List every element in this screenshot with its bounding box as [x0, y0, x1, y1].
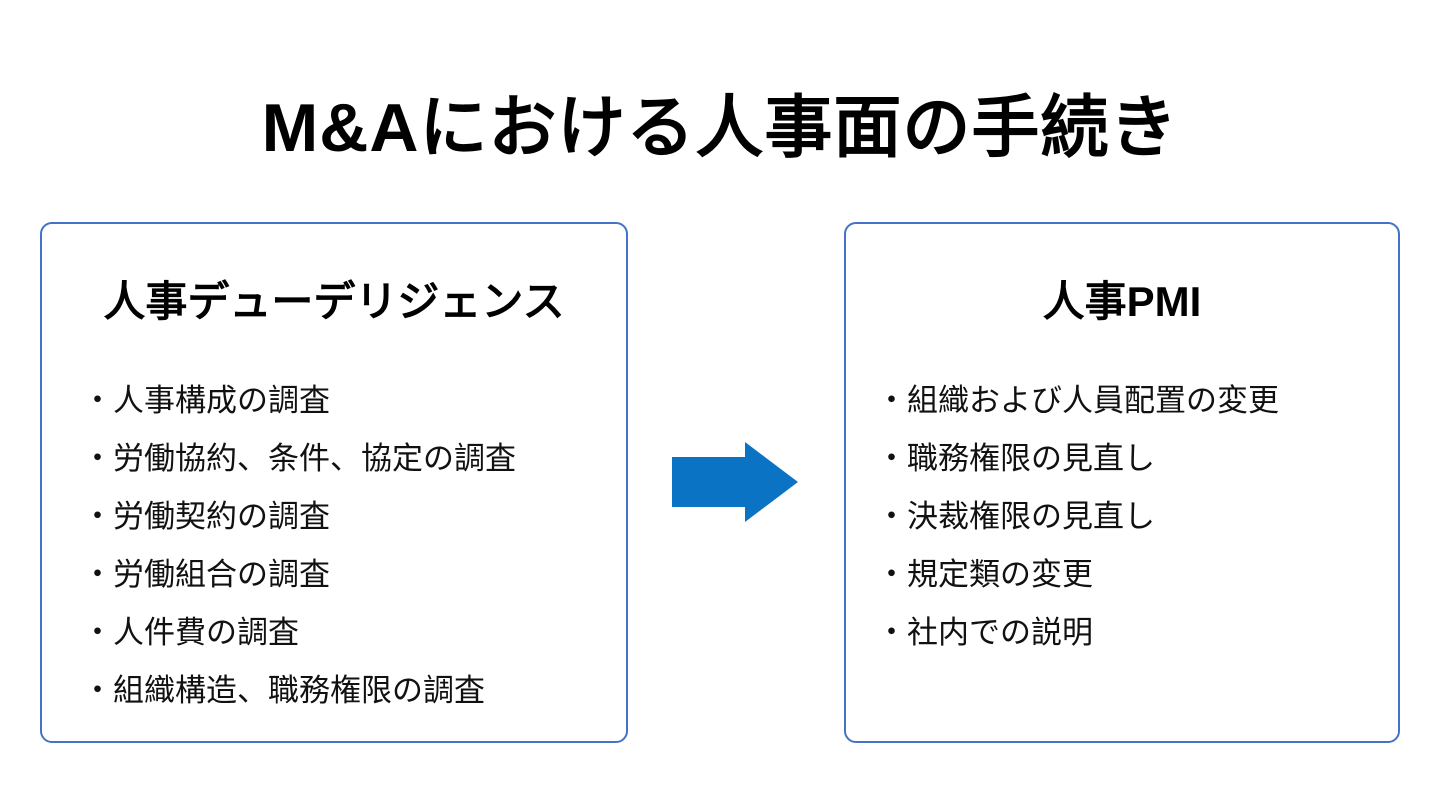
list-item: ・ 組織構造、職務権限の調査	[82, 672, 616, 709]
list-item-text: 人事構成の調査	[113, 383, 330, 418]
right-arrow-shape	[672, 442, 798, 522]
list-item-text: 組織構造、職務権限の調査	[113, 673, 485, 708]
list-item: ・ 労働協約、条件、協定の調査	[82, 440, 616, 477]
list-item-text: 組織および人員配置の変更	[907, 383, 1279, 418]
bullet-mark: ・	[82, 673, 113, 708]
list-item: ・ 人事構成の調査	[82, 382, 616, 419]
list-item-text: 労働組合の調査	[113, 557, 330, 592]
bullet-mark: ・	[876, 383, 907, 418]
hr-due-diligence-list: ・ 人事構成の調査 ・ 労働協約、条件、協定の調査 ・ 労働契約の調査 ・ 労働…	[42, 382, 626, 709]
list-item-text: 規定類の変更	[907, 557, 1093, 592]
hr-due-diligence-card: 人事デューデリジェンス ・ 人事構成の調査 ・ 労働協約、条件、協定の調査 ・ …	[40, 222, 628, 743]
list-item: ・ 組織および人員配置の変更	[876, 382, 1388, 419]
list-item: ・ 決裁権限の見直し	[876, 498, 1388, 535]
list-item: ・ 労働契約の調査	[82, 498, 616, 535]
list-item-text: 職務権限の見直し	[907, 441, 1155, 476]
page-title: M&Aにおける人事面の手続き	[261, 90, 1179, 166]
bullet-mark: ・	[82, 499, 113, 534]
list-item-text: 社内での説明	[907, 615, 1093, 650]
bullet-mark: ・	[82, 383, 113, 418]
hr-pmi-heading: 人事PMI	[1042, 278, 1202, 325]
bullet-mark: ・	[82, 441, 113, 476]
list-item: ・ 人件費の調査	[82, 614, 616, 651]
list-item-text: 人件費の調査	[113, 615, 299, 650]
hr-pmi-card: 人事PMI ・ 組織および人員配置の変更 ・ 職務権限の見直し ・ 決裁権限の見…	[844, 222, 1400, 743]
bullet-mark: ・	[876, 441, 907, 476]
right-arrow-icon	[672, 442, 798, 522]
hr-pmi-list: ・ 組織および人員配置の変更 ・ 職務権限の見直し ・ 決裁権限の見直し ・ 規…	[846, 382, 1398, 651]
list-item-text: 労働契約の調査	[113, 499, 330, 534]
list-item-text: 決裁権限の見直し	[907, 499, 1155, 534]
list-item: ・ 労働組合の調査	[82, 556, 616, 593]
bullet-mark: ・	[82, 615, 113, 650]
bullet-mark: ・	[876, 615, 907, 650]
list-item: ・ 規定類の変更	[876, 556, 1388, 593]
bullet-mark: ・	[876, 499, 907, 534]
list-item: ・ 職務権限の見直し	[876, 440, 1388, 477]
list-item: ・ 社内での説明	[876, 614, 1388, 651]
hr-due-diligence-heading: 人事デューデリジェンス	[103, 278, 565, 325]
list-item-text: 労働協約、条件、協定の調査	[113, 441, 516, 476]
bullet-mark: ・	[876, 557, 907, 592]
bullet-mark: ・	[82, 557, 113, 592]
